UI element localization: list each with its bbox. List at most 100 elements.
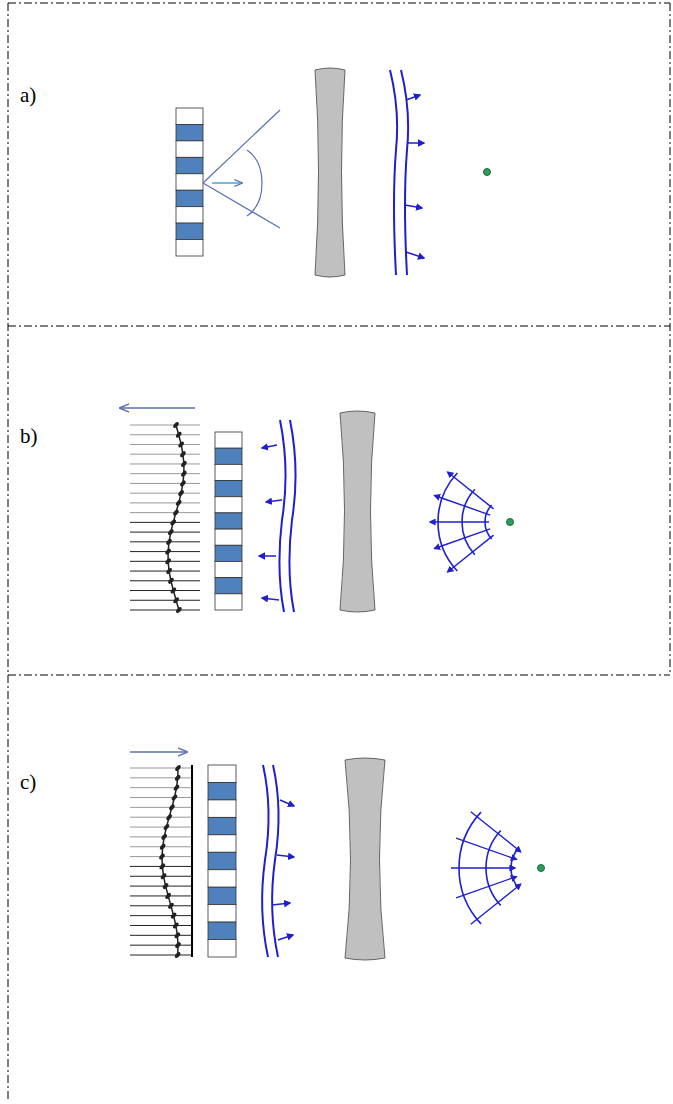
focal-point	[507, 519, 514, 526]
scan-line	[130, 473, 200, 474]
scan-line	[130, 905, 192, 906]
scan-line	[130, 541, 200, 542]
focal-point	[484, 169, 491, 176]
grating-cell	[215, 529, 242, 545]
wave-dot	[172, 922, 180, 930]
scan-line	[130, 915, 192, 916]
scan-line	[130, 895, 192, 896]
spherical-wave	[430, 472, 494, 572]
grating-cell	[208, 817, 236, 834]
scan-line	[130, 610, 200, 611]
scan-line	[130, 807, 192, 808]
wave-dot	[174, 941, 182, 949]
wave-arrow	[435, 529, 491, 549]
grating-cell	[215, 513, 242, 529]
scan-line	[130, 945, 192, 946]
wave-dot	[165, 567, 173, 575]
scan-line	[130, 797, 192, 798]
focal-point	[538, 865, 545, 872]
grating-cell	[176, 108, 203, 124]
scan-line	[130, 571, 200, 572]
grating-cell	[208, 905, 236, 922]
scan-line	[130, 886, 192, 887]
scan-line	[130, 512, 200, 513]
wave-dot	[159, 843, 167, 851]
grating-cell	[215, 464, 242, 480]
grating-cell	[215, 448, 242, 464]
wave-dot	[160, 833, 168, 841]
grating-cell	[215, 432, 242, 448]
wave-arrow	[448, 535, 494, 572]
grating-cell	[176, 141, 203, 157]
scan-line	[130, 522, 200, 523]
grating-cell	[215, 561, 242, 577]
wave-dot	[174, 764, 182, 772]
wave-dot	[168, 803, 176, 811]
grating-cell	[208, 870, 236, 887]
wave-dot	[175, 606, 183, 614]
scan-line	[130, 600, 200, 601]
wave-dot	[160, 872, 168, 880]
grating-cell	[215, 594, 242, 610]
wave-dot	[170, 587, 178, 595]
panel-frame	[8, 3, 670, 1100]
grating-cell	[215, 497, 242, 513]
wave-dot	[179, 450, 187, 458]
grating-cell	[176, 174, 203, 190]
scan-line	[130, 836, 192, 837]
wave-arrow	[430, 521, 489, 522]
wave-dot	[175, 431, 183, 439]
wave-dot	[174, 931, 182, 939]
grating-cell	[208, 800, 236, 817]
wave-dot	[167, 902, 175, 910]
wave-dot	[162, 882, 170, 890]
wavefront	[390, 70, 424, 275]
mirror-bar	[191, 765, 193, 957]
grating	[208, 765, 236, 957]
scan-lines	[130, 764, 192, 959]
scan-line	[130, 777, 192, 778]
beam-cone	[203, 110, 280, 228]
grating-cell	[208, 835, 236, 852]
scan-lines	[130, 421, 200, 614]
scan-line	[130, 580, 200, 581]
wave-arrow	[451, 867, 515, 868]
wave-dot	[174, 774, 182, 782]
grating-cell	[176, 207, 203, 223]
scan-line	[130, 935, 192, 936]
grating-cell	[215, 578, 242, 594]
grating-cell	[208, 782, 236, 799]
wave-arrow	[456, 877, 516, 898]
grating-cell	[208, 765, 236, 782]
lens	[315, 68, 345, 277]
panel-label: a)	[20, 83, 36, 108]
wave-dot	[172, 421, 180, 429]
scan-line	[130, 590, 200, 591]
scan-line	[130, 502, 200, 503]
wavefront	[259, 420, 296, 612]
motion-arrow	[120, 407, 195, 409]
wave-dot	[172, 596, 180, 604]
scan-line	[130, 483, 200, 484]
scan-line	[130, 444, 200, 445]
scan-line	[130, 817, 192, 818]
wavefront	[262, 765, 294, 957]
scan-line	[130, 425, 200, 426]
scan-line	[130, 454, 200, 455]
panel-label: b)	[20, 424, 38, 449]
wave-dot	[180, 460, 188, 468]
scan-line	[130, 925, 192, 926]
grating-cell	[208, 852, 236, 869]
wave-dot	[164, 557, 172, 565]
lens	[340, 411, 375, 612]
scan-line	[130, 787, 192, 788]
grating-cell	[208, 940, 236, 957]
wave-dot	[172, 509, 180, 517]
wave-dot	[180, 470, 188, 478]
wave-dot	[169, 518, 177, 526]
wave-dot	[159, 862, 167, 870]
wave-dot	[164, 892, 172, 900]
grating-cell	[176, 223, 203, 239]
grating-cell	[176, 157, 203, 173]
